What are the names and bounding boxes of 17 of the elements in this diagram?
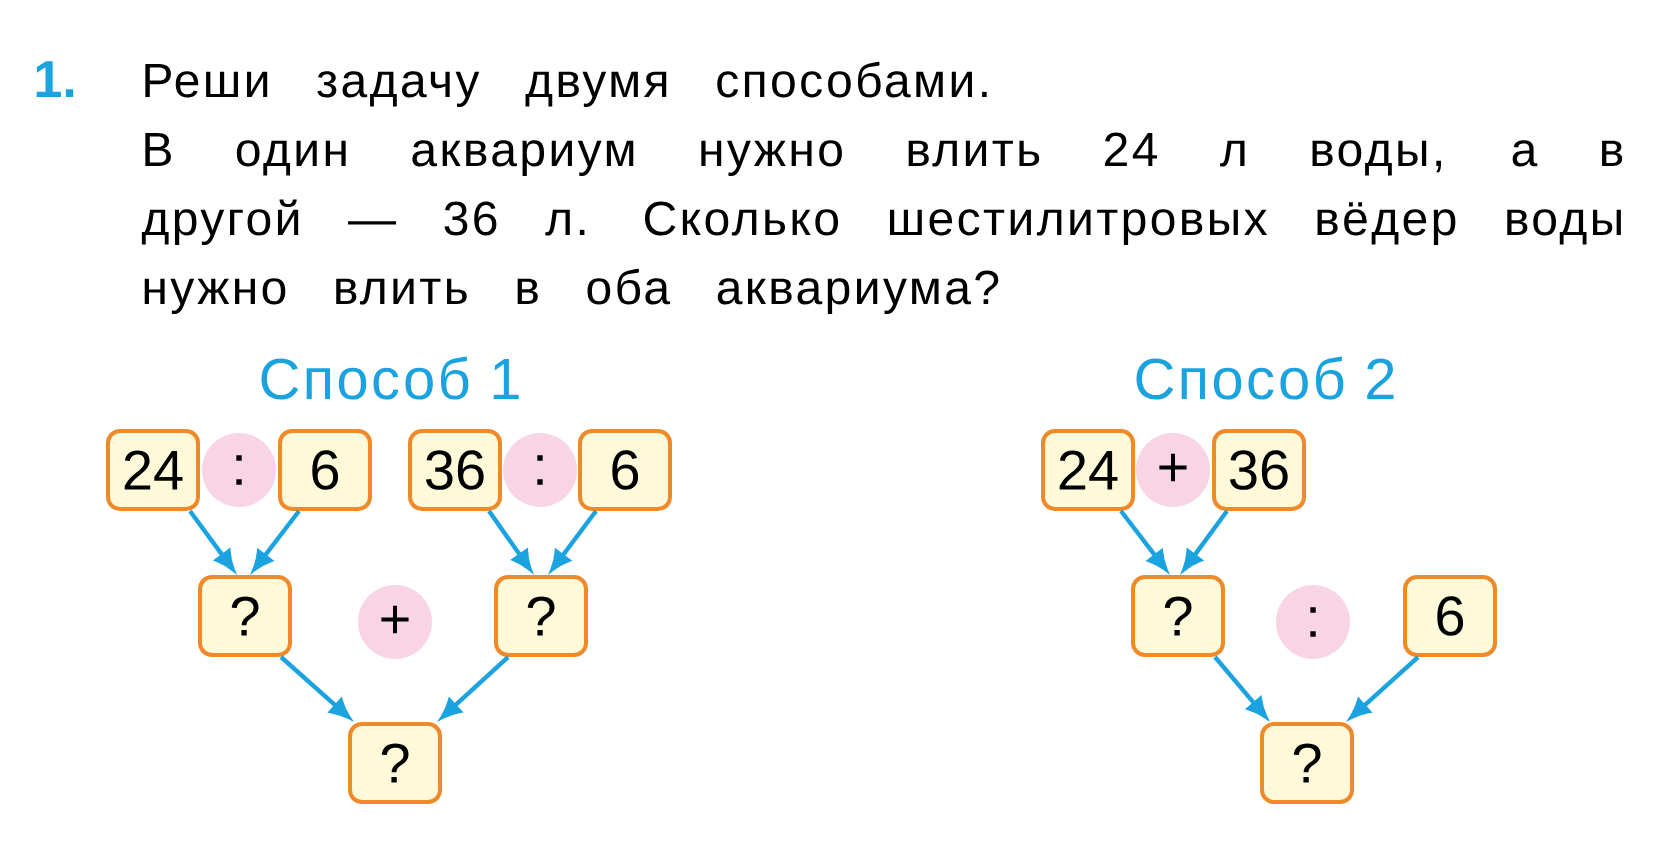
task-number: 1. [36,61,74,97]
answer-box: ? [1260,722,1354,804]
number-box: 6 [278,429,372,511]
number-box: 24 [1041,429,1135,511]
number-box: 36 [408,429,502,511]
method-heading: Способ 1 [261,356,519,400]
number-box: 24 [106,429,200,511]
answer-box: ? [1131,575,1225,657]
task-text: В один аквариум нужно влить 24 л воды, а в другой — 36 л. Сколько шестилитровых вёдер воды нужно влить в оба аквариума? [141,132,1623,314]
answer-box: ? [198,575,292,657]
number-box: 6 [578,429,672,511]
number-box: 36 [1212,429,1306,511]
method-heading: Способ 2 [1136,356,1394,400]
number-box: 6 [1403,575,1497,657]
answer-box: ? [348,722,442,804]
answer-box: ? [494,575,588,657]
task-title: Реши задачу двумя способами. [145,61,987,107]
